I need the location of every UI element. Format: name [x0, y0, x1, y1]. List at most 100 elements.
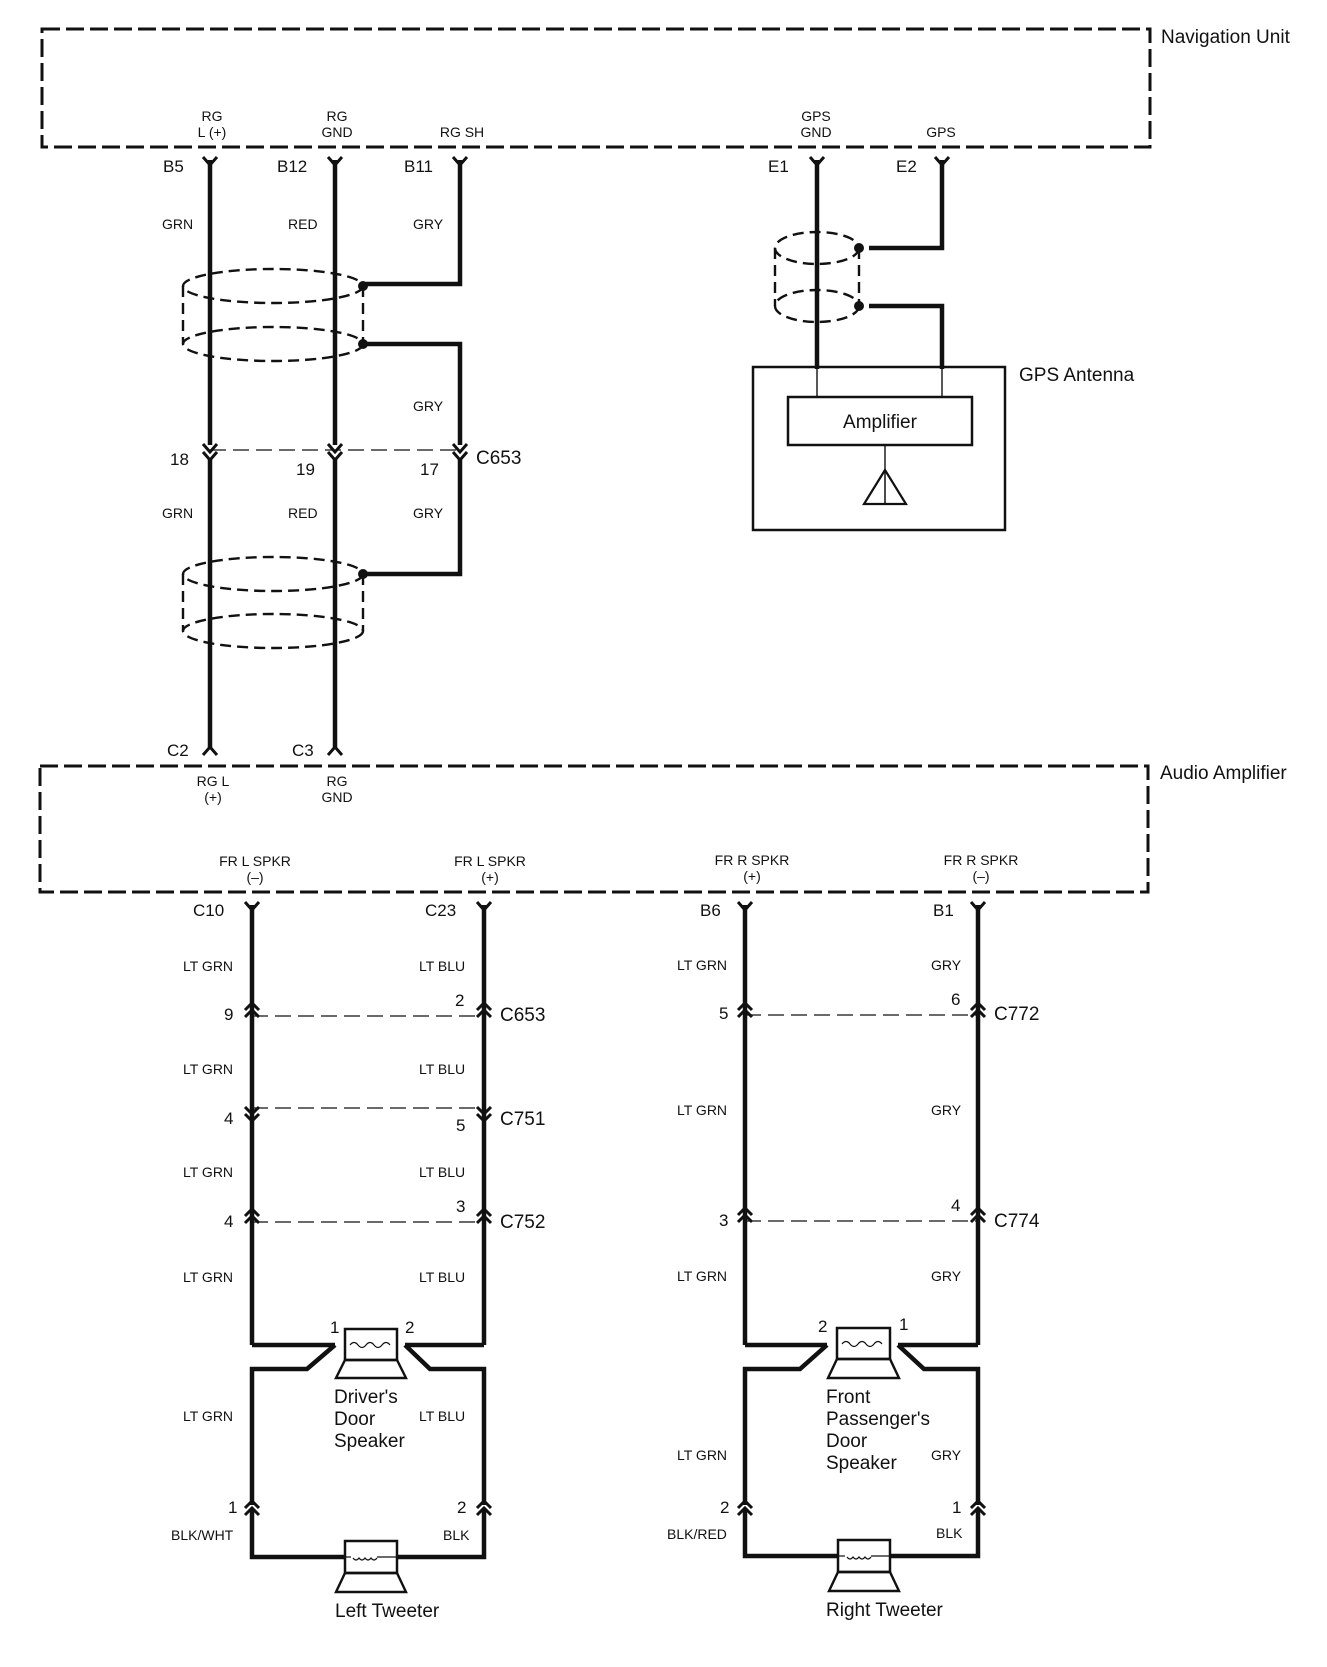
terminal-label: (–)	[246, 869, 263, 885]
audio-amplifier-title: Audio Amplifier	[1160, 763, 1287, 784]
pin-label: C3	[292, 741, 314, 760]
connector-name: C752	[500, 1212, 545, 1233]
pin-label: B12	[277, 157, 307, 176]
connector-pin-number: 5	[719, 1004, 728, 1023]
wire-color-label: GRY	[931, 957, 962, 973]
wire-color-label: GRY	[413, 505, 444, 521]
speaker-icon	[826, 1326, 901, 1380]
terminal-label: GPS	[801, 108, 831, 124]
wire-blk-red	[742, 1510, 838, 1559]
wire-color-label: LT GRN	[183, 1061, 233, 1077]
pin-male-icon	[736, 1498, 754, 1510]
connector-pin-number: 3	[719, 1211, 728, 1230]
wire-gps-shield	[869, 303, 945, 369]
pin-male-icon	[243, 1000, 261, 1012]
tweeter-icon	[334, 1539, 408, 1594]
speaker-title-line: Door	[826, 1431, 868, 1452]
terminal-label: GND	[321, 789, 352, 805]
wire-color-label: LT GRN	[183, 1408, 233, 1424]
wire-color-label: GRY	[413, 216, 444, 232]
pin-label: E1	[768, 157, 789, 176]
terminal-label: GND	[800, 124, 831, 140]
pin-male-icon	[736, 1205, 754, 1217]
pin-female-icon	[201, 443, 219, 455]
connector-pin-number: 19	[296, 460, 315, 479]
terminal-label: FR L SPKR	[454, 853, 526, 869]
speaker-pin-number: 1	[899, 1315, 908, 1334]
pin-female-icon	[969, 1505, 987, 1517]
shield-icon	[181, 267, 368, 363]
pin-male-icon	[969, 1498, 987, 1510]
pin-label: E2	[896, 157, 917, 176]
connector-pin-number: 1	[228, 1498, 237, 1517]
gps-antenna-box	[751, 365, 1007, 532]
pin-label: B6	[700, 901, 721, 920]
navigation-unit-title: Navigation Unit	[1161, 27, 1291, 48]
wire-color-label: LT BLU	[419, 1061, 465, 1077]
pin-male-icon	[243, 1112, 261, 1124]
wire-gps	[869, 160, 945, 251]
navigation-unit-box	[40, 27, 1152, 149]
terminal-label: RG L	[197, 773, 230, 789]
connector-pin-number: 1	[952, 1498, 961, 1517]
connector-pin-number: 17	[420, 460, 439, 479]
gps-antenna: GPS Antenna Amplifier	[751, 365, 1135, 532]
wire-color-label: LT GRN	[677, 957, 727, 973]
pin-male-icon	[475, 1000, 493, 1012]
wire-color-label: RED	[288, 216, 318, 232]
terminal-label: (+)	[743, 868, 761, 884]
pin-female-icon	[736, 1007, 754, 1019]
speaker-title-line: Speaker	[334, 1431, 405, 1452]
connector-pin-number: 4	[224, 1109, 233, 1128]
pin-female-icon	[243, 1213, 261, 1225]
wire-color-label: LT BLU	[419, 1164, 465, 1180]
wire-blk-wht	[249, 1510, 345, 1560]
terminal-label: FR R SPKR	[944, 852, 1019, 868]
pin-male-icon	[201, 744, 219, 756]
navigation-unit: Navigation Unit RG L (+) RG GND RG SH GP…	[40, 27, 1291, 176]
speaker-title-line: Driver's	[334, 1387, 398, 1408]
wire-color-label: GRY	[931, 1268, 962, 1284]
connector-pin-number: 5	[456, 1116, 465, 1135]
wire-color-label: LT GRN	[677, 1447, 727, 1463]
wire-color-label: BLK/RED	[667, 1526, 727, 1542]
pin-male-icon	[243, 1498, 261, 1510]
speaker-icon	[334, 1327, 408, 1380]
tweeter-title: Right Tweeter	[826, 1600, 944, 1621]
shield-icon	[181, 555, 368, 650]
wire-color-label: LT BLU	[419, 958, 465, 974]
wire-gry	[896, 1343, 981, 1505]
left-speaker-circuit: LT GRN LT BLU 9 2 C653 LT GRN LT BLU 4 5…	[171, 905, 545, 1622]
connector-name: C772	[994, 1004, 1039, 1025]
wire-color-label: GRY	[413, 398, 444, 414]
pin-label: B1	[933, 901, 954, 920]
connector-pin-number: 2	[720, 1498, 729, 1517]
right-speaker-circuit: LT GRN GRY 5 6 C772 LT GRN GRY 3 4 C774 …	[667, 905, 1040, 1621]
wire-gry-shield-1	[366, 160, 463, 287]
connector-pin-number: 6	[951, 990, 960, 1009]
pin-female-icon	[475, 1105, 493, 1117]
wire-color-label: BLK	[936, 1525, 963, 1541]
wire-color-label: GRY	[931, 1102, 962, 1118]
connector-pin-number: 2	[457, 1498, 466, 1517]
wire-color-label: BLK/WHT	[171, 1527, 234, 1543]
connector-name: C653	[500, 1005, 545, 1026]
pin-label: B11	[404, 157, 433, 176]
wire-gry-shield-3	[366, 458, 463, 577]
pin-male-icon	[736, 1000, 754, 1012]
terminal-label: RG	[327, 108, 348, 124]
pin-female-icon	[969, 1212, 987, 1224]
pin-male-icon	[475, 1206, 493, 1218]
wire-lt-blu	[403, 1343, 487, 1505]
speaker-title-line: Door	[334, 1409, 376, 1430]
terminal-label: (+)	[481, 869, 499, 885]
wire-color-label: LT GRN	[183, 958, 233, 974]
pin-female-icon	[475, 1213, 493, 1225]
connector-pin-number: 4	[951, 1196, 960, 1215]
pin-male-icon	[326, 744, 344, 756]
terminal-label: (+)	[204, 789, 222, 805]
pin-female-icon	[243, 1007, 261, 1019]
pin-label: C23	[425, 901, 456, 920]
pin-female-icon	[451, 443, 469, 455]
wire-color-label: LT GRN	[183, 1164, 233, 1180]
